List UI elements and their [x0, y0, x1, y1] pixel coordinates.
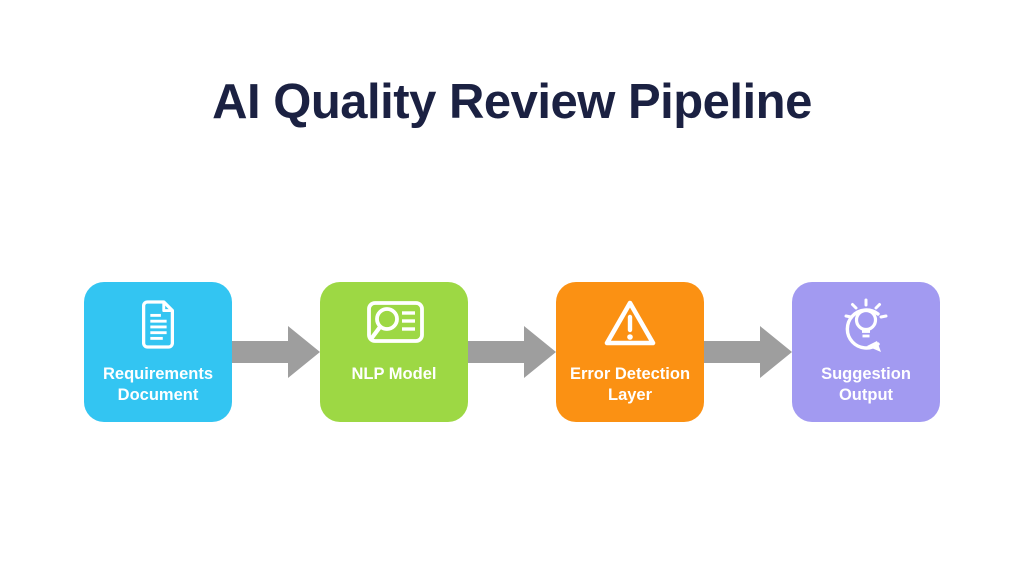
pipeline-step-label: Error Detection Layer [569, 365, 691, 404]
lightbulb-bubble-icon [836, 294, 896, 354]
pipeline-step-label: Suggestion Output [821, 365, 911, 404]
warning-triangle-icon [601, 294, 659, 354]
pipeline-step-requirements-document: Requirements Document [84, 282, 232, 422]
flow-arrow-icon [232, 326, 320, 378]
pipeline-step-suggestion-output: Suggestion Output [792, 282, 940, 422]
pipeline-row: Requirements Document NLP Model [84, 282, 940, 422]
flow-arrow-icon [468, 326, 556, 378]
flow-arrow-icon [704, 326, 792, 378]
document-icon [135, 294, 181, 354]
pipeline-step-error-detection-layer: Error Detection Layer [556, 282, 704, 422]
pipeline-step-label: Requirements Document [102, 365, 214, 404]
magnifier-document-icon [362, 294, 426, 354]
pipeline-step-label: NLP Model [351, 365, 437, 383]
page-title: AI Quality Review Pipeline [212, 75, 812, 129]
pipeline-step-nlp-model: NLP Model [320, 282, 468, 422]
